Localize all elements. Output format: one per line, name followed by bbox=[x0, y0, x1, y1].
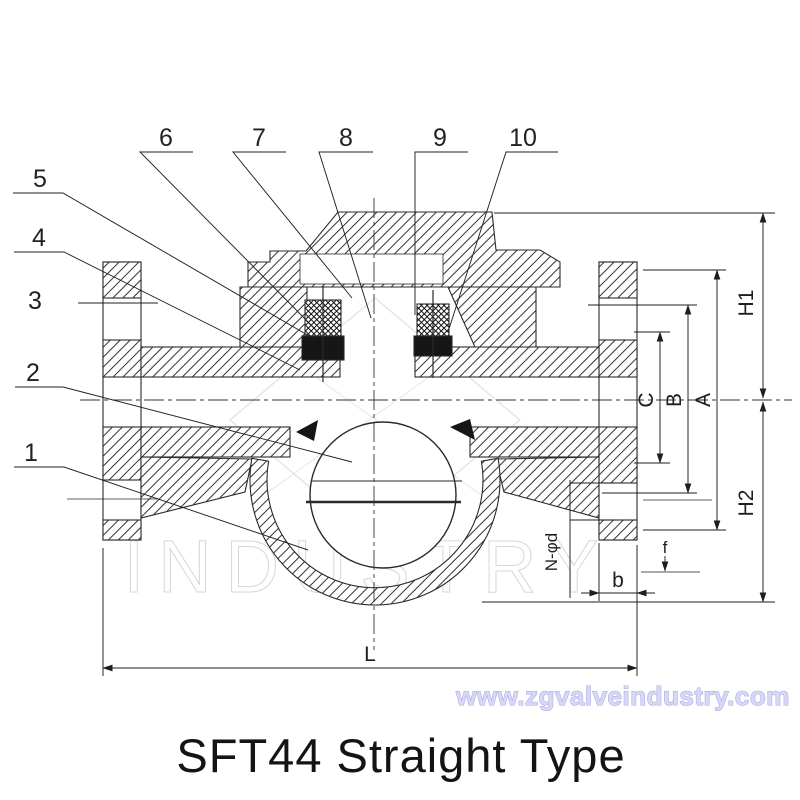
left-neck bbox=[239, 286, 308, 348]
dimension-label-H1: H1 bbox=[735, 290, 758, 317]
part-number-6: 6 bbox=[159, 124, 173, 152]
centerlines-group bbox=[80, 198, 792, 650]
part-numbers-group: 1 2 3 4 5 6 7 8 9 10 bbox=[24, 124, 537, 467]
sump-shell bbox=[249, 457, 501, 606]
dimension-label-bolt-holes: N-φd bbox=[542, 533, 561, 571]
bolt-centerlines bbox=[67, 498, 712, 501]
leader-part-6 bbox=[138, 151, 317, 331]
part-number-4: 4 bbox=[32, 224, 46, 252]
dimension-labels-group: L b f N-φd C B A H1 H2 bbox=[364, 290, 758, 666]
lower-left-pipe-wall bbox=[140, 426, 291, 458]
left-flange-outline bbox=[102, 261, 142, 541]
right-neck bbox=[447, 286, 537, 348]
valve-body-group bbox=[102, 211, 638, 606]
part-number-1: 1 bbox=[24, 439, 38, 467]
leader-part-4 bbox=[14, 251, 301, 371]
drawing-title: SFT44 Straight Type bbox=[176, 729, 625, 782]
right-body-web bbox=[495, 456, 600, 519]
left-body-web bbox=[140, 456, 253, 519]
lower-right-pipe-wall bbox=[469, 426, 600, 458]
part-number-5: 5 bbox=[33, 165, 47, 193]
leader-part-7 bbox=[232, 151, 353, 299]
website-watermark: www.zgvalveindustry.com bbox=[455, 681, 790, 711]
right-seat-wedge bbox=[450, 419, 475, 440]
valve-disc bbox=[309, 421, 457, 569]
leader-part-10 bbox=[447, 151, 558, 333]
dimension-label-L: L bbox=[364, 643, 376, 666]
leader-part-9 bbox=[414, 151, 468, 315]
leader-part-2 bbox=[15, 386, 353, 463]
part-number-2: 2 bbox=[26, 359, 40, 387]
leader-part-8 bbox=[318, 151, 373, 319]
dimension-label-f: f bbox=[663, 538, 668, 557]
part-callouts-group bbox=[13, 151, 558, 551]
part-number-7: 7 bbox=[252, 124, 266, 152]
dimension-label-C: C bbox=[635, 392, 658, 407]
left-seat-wedge bbox=[296, 420, 318, 441]
part-number-3: 3 bbox=[28, 287, 42, 315]
dimension-label-b: b bbox=[612, 569, 624, 592]
dimension-label-B: B bbox=[663, 393, 686, 407]
dimension-label-A: A bbox=[692, 393, 715, 407]
part-number-10: 10 bbox=[509, 124, 537, 152]
dimension-label-H2: H2 bbox=[735, 490, 758, 517]
part-number-8: 8 bbox=[339, 124, 353, 152]
bonnet-cavity bbox=[299, 253, 444, 285]
right-flange-outline bbox=[598, 261, 638, 541]
leader-part-5 bbox=[13, 192, 317, 341]
dimension-lines-group bbox=[102, 212, 775, 676]
leader-part-1 bbox=[14, 466, 309, 551]
part-number-9: 9 bbox=[433, 124, 447, 152]
